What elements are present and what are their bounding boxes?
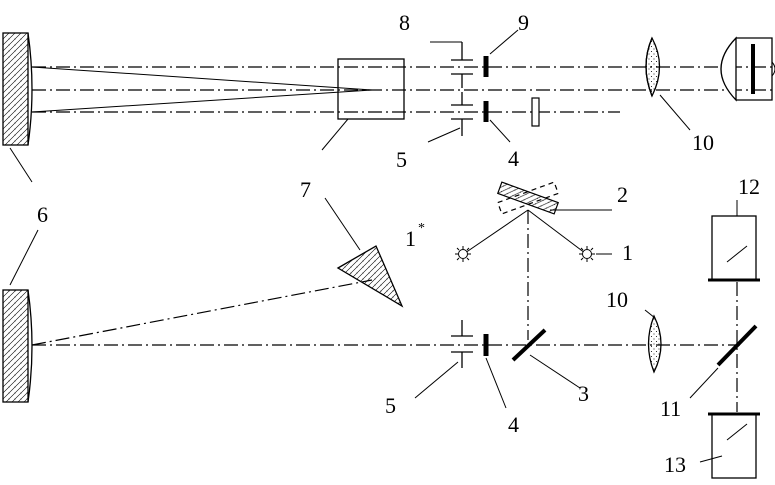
label-7: 7	[300, 177, 311, 202]
leader-7-bottom	[324, 197, 361, 251]
element-8	[430, 41, 473, 88]
leader-4-bottom	[485, 357, 507, 409]
leader-9	[489, 29, 519, 55]
detector-12	[708, 200, 760, 282]
source-1-icon	[579, 246, 595, 262]
label-5-bottom: 5	[385, 393, 396, 418]
leader-3	[529, 354, 581, 389]
source-1star-icon	[455, 246, 471, 262]
leader-10-bottom	[644, 309, 656, 319]
label-10-top: 10	[692, 130, 714, 155]
mirror-6-bottom	[2, 289, 33, 403]
detector-top	[720, 36, 775, 102]
beamsplitter-11	[716, 324, 758, 367]
detector-13	[699, 412, 760, 479]
label-4-top: 4	[508, 146, 519, 171]
mirror-6-top	[2, 32, 33, 146]
prism-7	[336, 245, 404, 308]
ray-converge-2	[31, 89, 373, 113]
ray-source-1	[527, 209, 586, 254]
label-3: 3	[578, 381, 589, 406]
lens-10-top	[645, 36, 661, 98]
leader-4-top	[489, 119, 511, 143]
ray-source-1star	[464, 209, 529, 254]
leader-6-top	[9, 147, 33, 183]
label-11: 11	[660, 396, 681, 421]
mirror-3	[511, 328, 547, 362]
label-12: 12	[738, 174, 760, 199]
label-9: 9	[518, 10, 529, 35]
label-4-bottom: 4	[508, 412, 519, 437]
label-10-bottom: 10	[606, 287, 628, 312]
label-6-top: 6	[37, 202, 48, 227]
lens-10-bottom	[647, 314, 662, 374]
label-5-top: 5	[396, 147, 407, 172]
ray-converge-1	[31, 66, 373, 91]
leader-11	[689, 367, 719, 399]
label-1star-sup: *	[418, 221, 425, 236]
leader-6-bottom	[9, 229, 39, 286]
label-1: 1	[622, 240, 633, 265]
element-5-top	[427, 92, 473, 143]
element-5-bottom	[414, 320, 473, 399]
ray-to-prism	[31, 279, 373, 346]
label-1star: 1	[405, 226, 416, 251]
filter-element	[531, 97, 540, 127]
element-7-box	[337, 58, 405, 120]
label-13: 13	[664, 452, 686, 477]
label-2: 2	[617, 182, 628, 207]
label-8: 8	[399, 10, 410, 35]
leader-10-top	[659, 94, 691, 131]
leader-7-top	[321, 118, 349, 151]
mirror-2	[496, 181, 560, 215]
